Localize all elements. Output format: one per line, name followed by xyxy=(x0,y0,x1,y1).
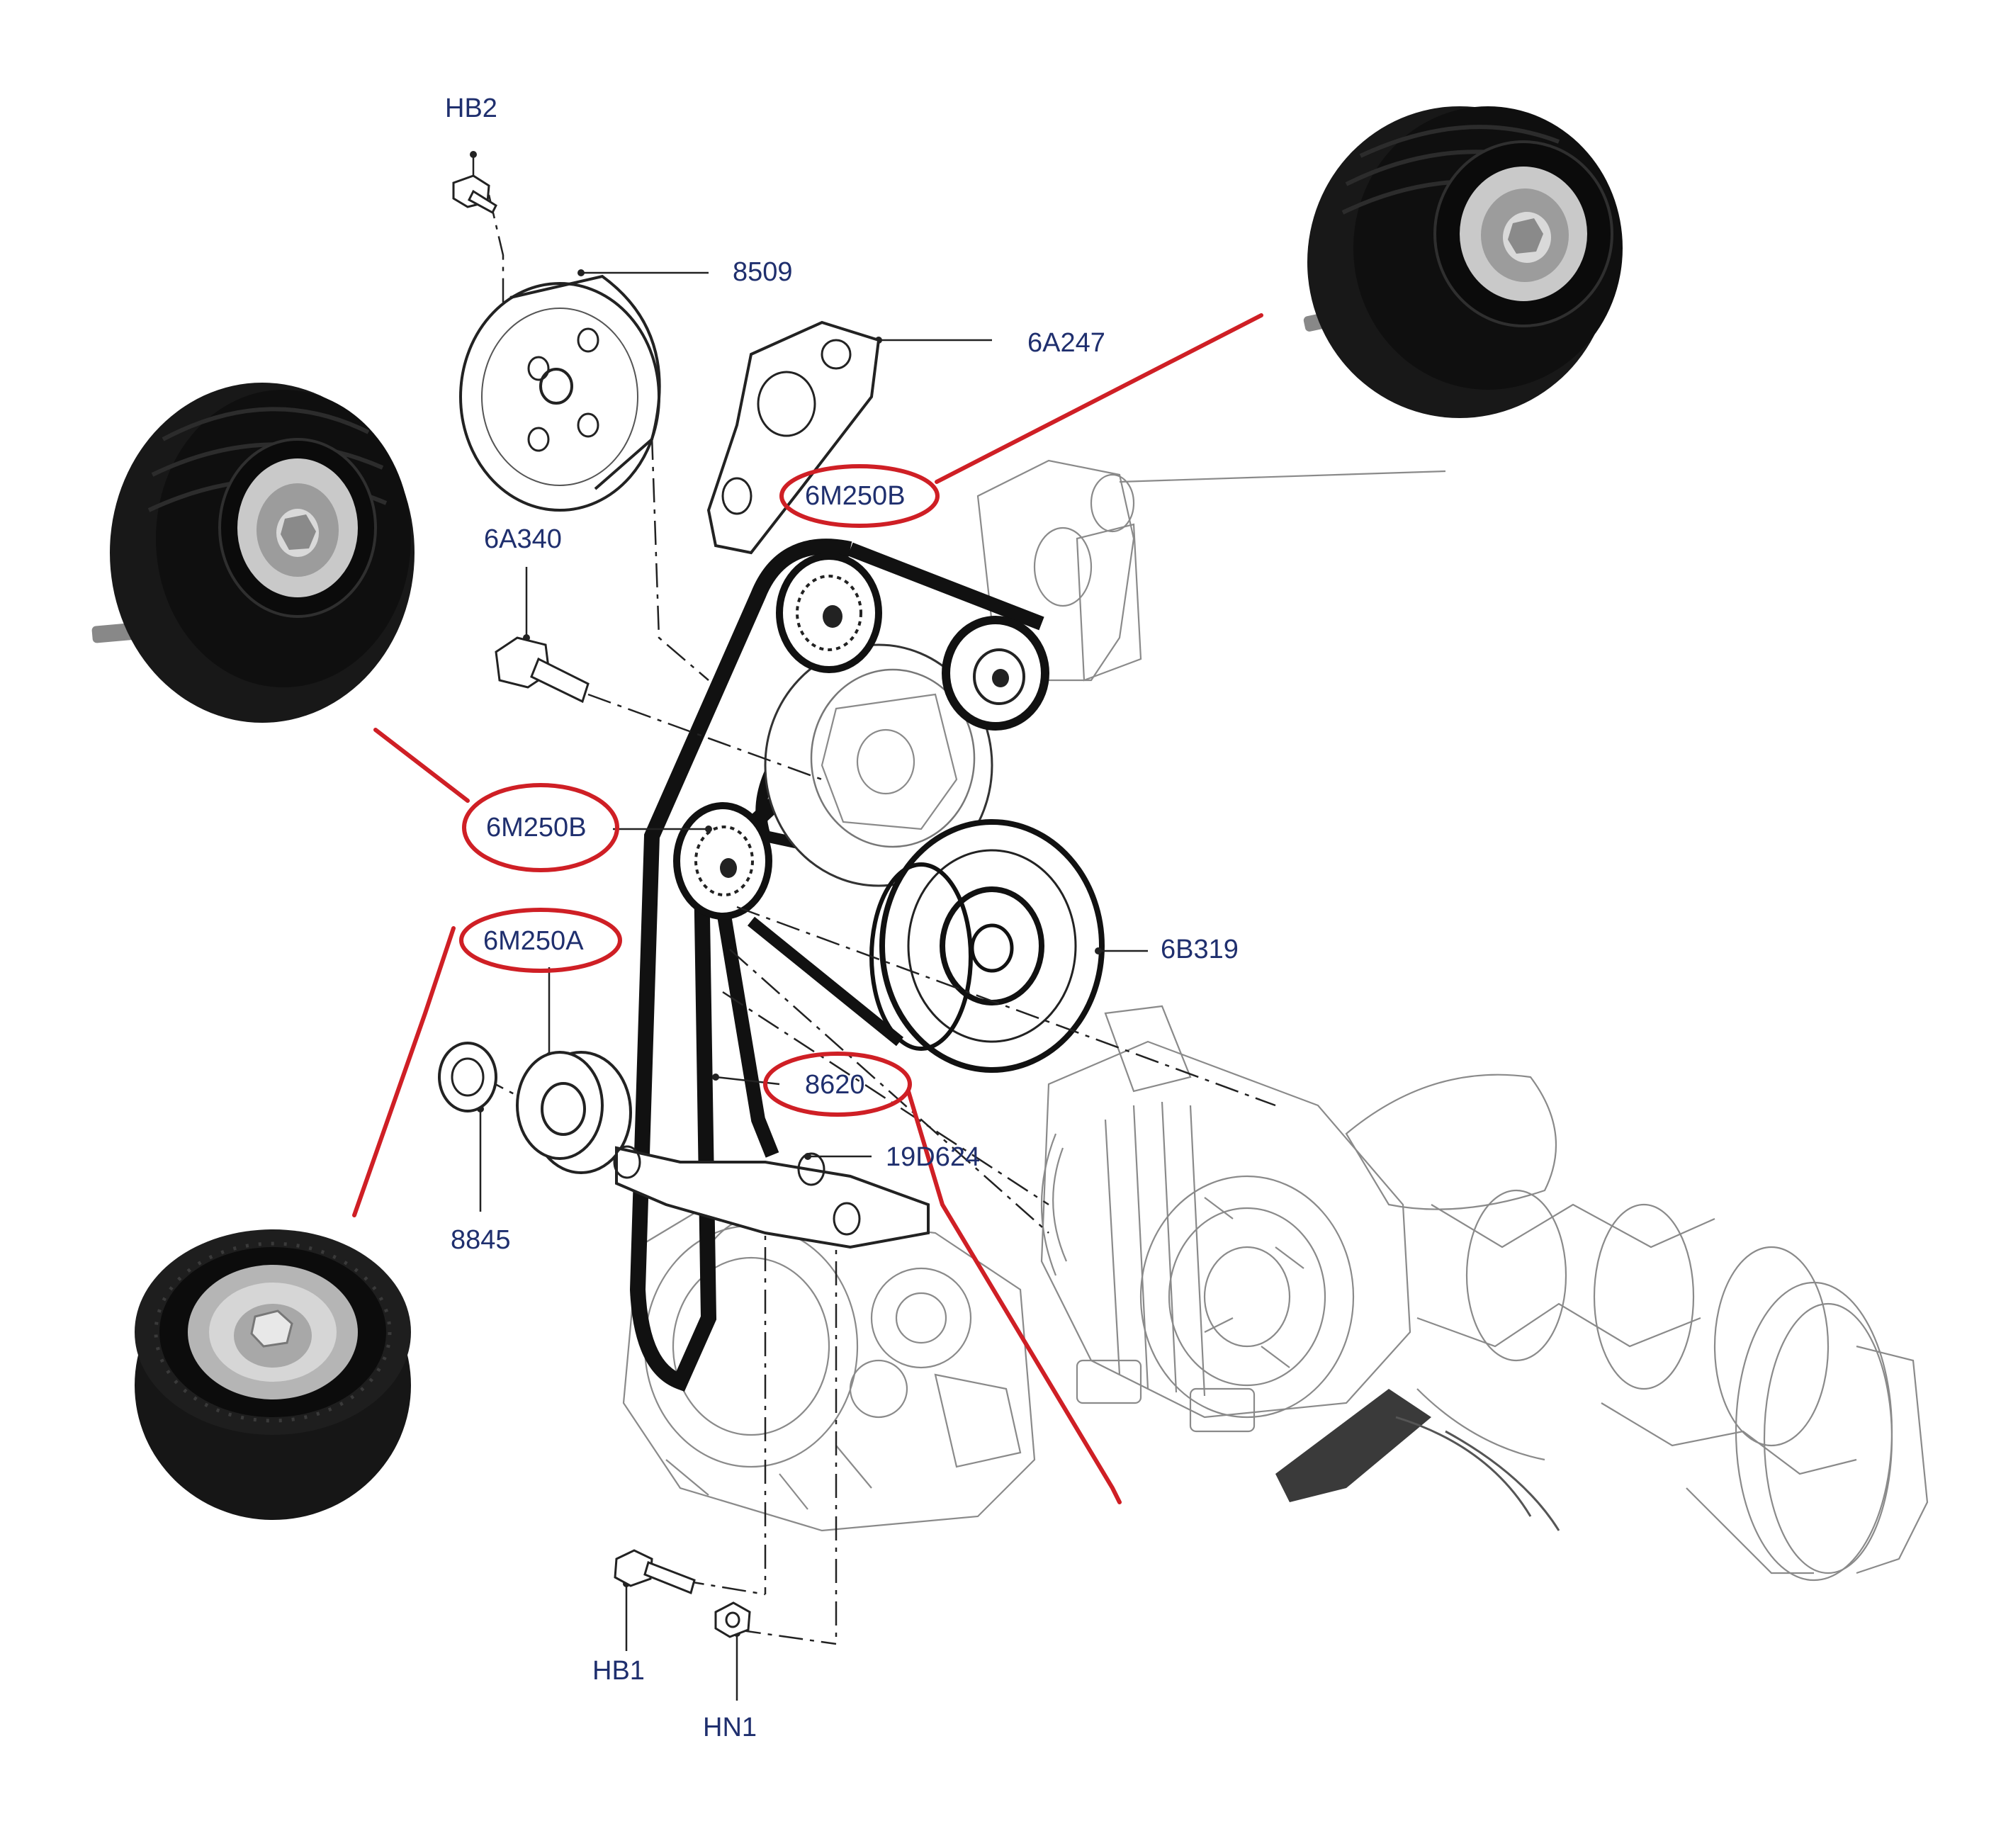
tensioner-pulley-photo-bottom-left xyxy=(135,1229,411,1520)
bracket-19d624-drawing xyxy=(613,1145,930,1249)
alternator-drawing xyxy=(1040,1005,1411,1433)
label-hb2: HB2 xyxy=(445,94,497,123)
label-6a247: 6A247 xyxy=(1027,328,1105,358)
water-pump-drawing xyxy=(764,643,993,887)
label-6b319: 6B319 xyxy=(1161,935,1239,964)
tensioner-pulley xyxy=(942,616,1049,731)
label-8845: 8845 xyxy=(451,1225,511,1255)
middle-idler-pulley xyxy=(673,802,772,920)
idler-pulley-photo-left xyxy=(91,383,415,723)
bolt-6a340-drawing xyxy=(495,636,590,704)
engine-block-shadow xyxy=(1275,1389,1431,1502)
crankshaft-drawing xyxy=(1345,1074,1929,1582)
label-6m250b-top: 6M250B xyxy=(805,481,906,511)
crank-damper-pulley xyxy=(869,819,1105,1073)
red-highlights xyxy=(352,313,1263,1504)
hb2-bolt-drawing xyxy=(452,174,497,215)
engine-line-art xyxy=(622,459,1929,1582)
tensioner-housing-drawing xyxy=(976,459,1446,682)
serpentine-belt xyxy=(629,539,1044,1392)
hn1-nut-drawing xyxy=(714,1601,751,1638)
label-8620: 8620 xyxy=(805,1070,865,1100)
part-labels: HB2 8509 6A247 6A340 6M250B 6M250B 6M250… xyxy=(445,94,1239,1742)
pulley-8509-drawing xyxy=(459,274,661,512)
label-6m250a: 6M250A xyxy=(483,926,584,956)
pulley-8845-drawing xyxy=(438,1042,632,1174)
label-6a340: 6A340 xyxy=(484,524,562,554)
hb1-bolt-drawing xyxy=(614,1549,696,1595)
label-6m250b-left: 6M250B xyxy=(486,813,587,843)
label-8509: 8509 xyxy=(733,257,793,287)
idler-pulley-photo-top-right xyxy=(1303,106,1623,418)
assembly-centerlines xyxy=(481,194,1276,1645)
upper-idler-pulley xyxy=(776,553,882,673)
label-19d624: 19D624 xyxy=(886,1142,980,1172)
label-hn1: HN1 xyxy=(703,1713,757,1742)
bracket-6a247-drawing xyxy=(706,320,881,555)
label-hb1: HB1 xyxy=(592,1656,645,1686)
